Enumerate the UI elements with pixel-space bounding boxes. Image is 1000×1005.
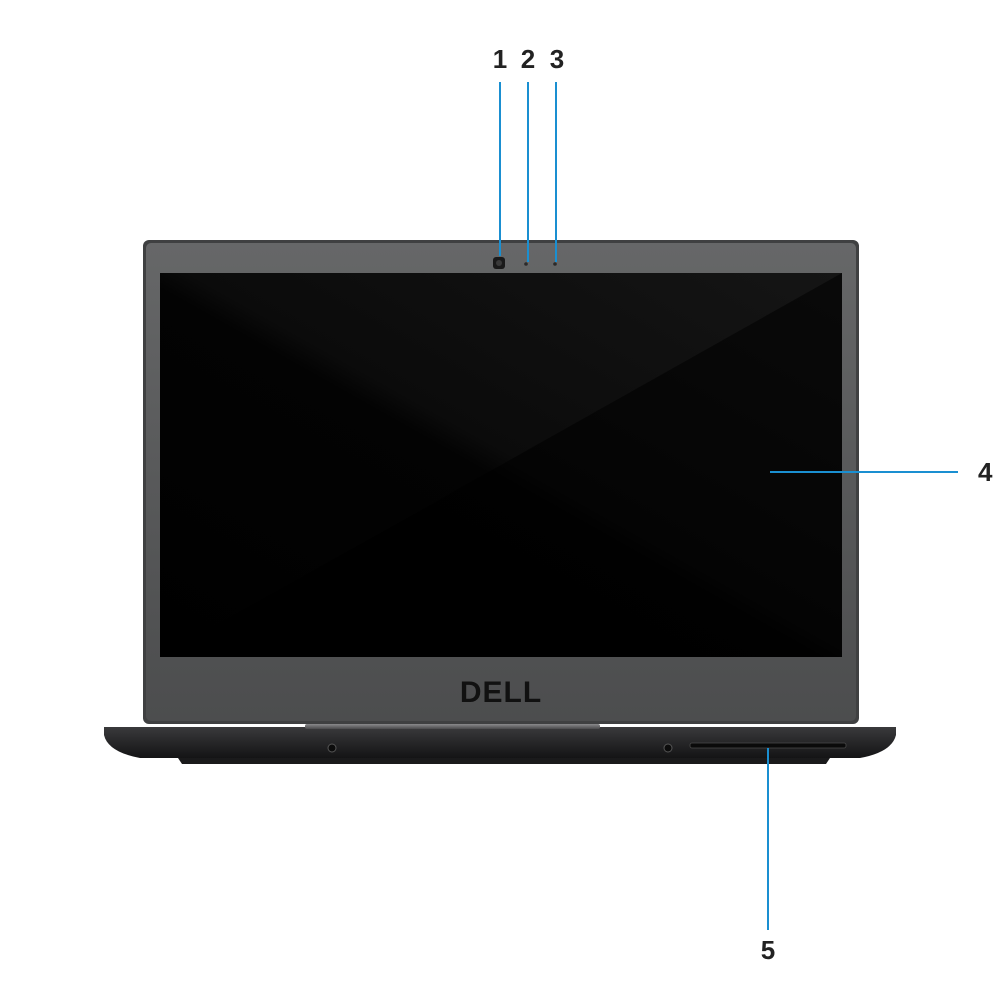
- dell-logo: DELL: [460, 676, 542, 709]
- screen-reflection: [160, 273, 842, 657]
- callout-2: 2: [521, 44, 535, 74]
- camera-status-light-icon: [524, 262, 528, 266]
- callout-labels: 1 2 3 4 5: [493, 44, 993, 965]
- base-front-edge: [104, 727, 896, 758]
- callout-5: 5: [761, 935, 775, 965]
- callout-1: 1: [493, 44, 507, 74]
- callout-3: 3: [550, 44, 564, 74]
- leader-lines: [499, 82, 958, 930]
- smart-card-slot-icon: [689, 742, 847, 749]
- laptop-base: [104, 724, 896, 764]
- callout-4: 4: [978, 457, 993, 487]
- camera-module: [493, 257, 557, 269]
- speaker-screw-left-icon: [327, 743, 337, 753]
- speaker-screw-right-icon: [663, 743, 673, 753]
- microphone-icon: [553, 262, 557, 266]
- base-bottom: [178, 758, 830, 764]
- hinge-bar: [305, 724, 600, 729]
- camera-lens: [496, 260, 502, 266]
- display-panel: [160, 273, 842, 657]
